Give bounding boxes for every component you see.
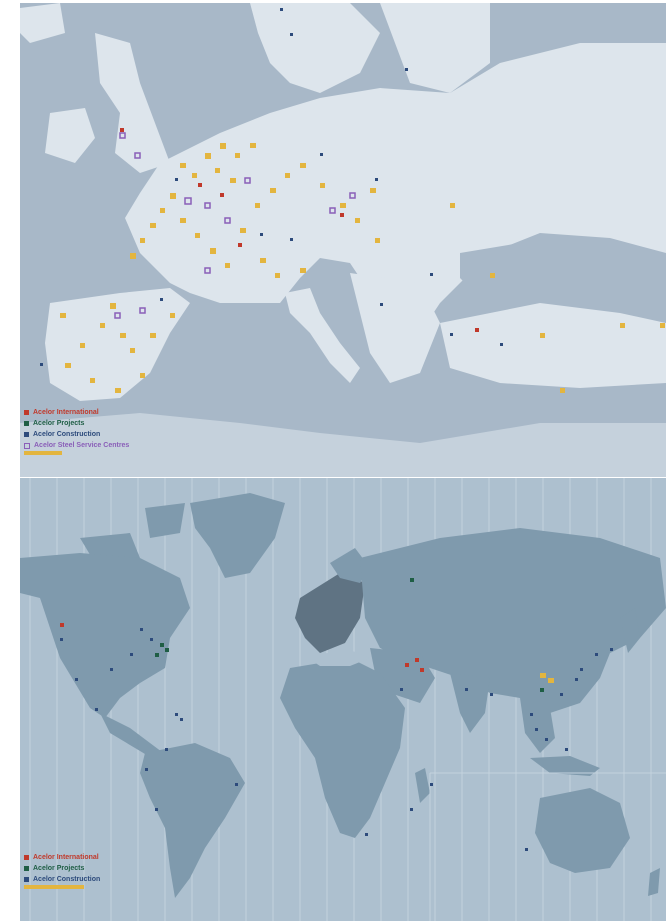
red-square-icon	[24, 855, 29, 860]
land-greenland	[190, 493, 285, 578]
land-central-america	[100, 713, 170, 763]
legend-item-construction: Acelor Construction	[24, 429, 129, 440]
land-new-zealand	[648, 868, 660, 896]
land-balkans	[350, 273, 440, 383]
land-south-america	[140, 743, 245, 898]
land-arctic-islands	[80, 503, 185, 563]
land-europe-highlight	[295, 573, 365, 653]
legend-label: Acelor International	[33, 854, 99, 861]
red-square-icon	[24, 410, 29, 415]
legend-item-yellow	[24, 885, 100, 889]
legend-label: Acelor Projects	[33, 865, 85, 872]
europe-legend: Acelor International Acelor Projects Ace…	[24, 407, 129, 455]
land-india	[450, 673, 490, 733]
land-asia	[360, 528, 666, 713]
purple-hollow-square-icon	[24, 442, 30, 449]
land-turkey	[440, 303, 666, 388]
land-italy	[285, 288, 360, 383]
land-scandinavia-world	[330, 548, 370, 583]
legend-item-projects: Acelor Projects	[24, 863, 100, 874]
world-blue-markers	[60, 628, 613, 851]
land-iberia	[45, 288, 190, 401]
blue-triangle-icon	[24, 877, 29, 882]
sea-mediterranean	[305, 650, 370, 666]
europe-map: Acelor International Acelor Projects Ace…	[20, 3, 666, 477]
legend-item-construction: Acelor Construction	[24, 874, 100, 885]
land-great-britain	[95, 33, 170, 173]
europe-map-svg	[20, 3, 666, 477]
yellow-markers	[60, 143, 665, 393]
world-map-svg	[20, 478, 666, 921]
purple-markers	[114, 132, 356, 319]
legend-label: Acelor Steel Service Centres	[34, 442, 130, 449]
yellow-bar-icon	[24, 451, 62, 455]
green-square-icon	[24, 866, 29, 871]
land-australia	[535, 788, 630, 873]
legend-label: Acelor Construction	[33, 876, 101, 883]
land-iceland	[20, 3, 65, 43]
world-legend: Acelor International Acelor Projects Ace…	[24, 852, 100, 889]
land-japan	[620, 608, 640, 653]
green-square-icon	[24, 421, 29, 426]
legend-label: Acelor Construction	[33, 431, 101, 438]
land-north-africa	[20, 413, 666, 477]
world-map: Acelor International Acelor Projects Ace…	[20, 478, 666, 921]
blue-triangle-icon	[24, 432, 29, 437]
legend-label: Acelor International	[33, 409, 99, 416]
land-north-america	[20, 553, 190, 718]
red-markers	[120, 128, 479, 332]
legend-item-international: Acelor International	[24, 407, 129, 418]
world-yellow-markers	[540, 673, 554, 683]
land-madagascar	[415, 768, 430, 803]
sea-caspian	[620, 248, 660, 303]
land-scandinavia	[250, 3, 380, 93]
black-sea	[460, 243, 590, 303]
world-red-markers	[60, 623, 424, 672]
blue-markers	[40, 8, 503, 366]
yellow-bar-icon	[24, 885, 84, 889]
land-africa	[280, 658, 405, 838]
legend-label: Acelor Projects	[33, 420, 85, 427]
legend-item-steel-service: Acelor Steel Service Centres	[24, 440, 129, 451]
world-green-markers	[155, 578, 544, 692]
legend-item-international: Acelor International	[24, 852, 100, 863]
land-ireland	[45, 108, 95, 163]
legend-item-yellow	[24, 451, 129, 455]
land-indonesia	[530, 756, 600, 776]
legend-item-projects: Acelor Projects	[24, 418, 129, 429]
